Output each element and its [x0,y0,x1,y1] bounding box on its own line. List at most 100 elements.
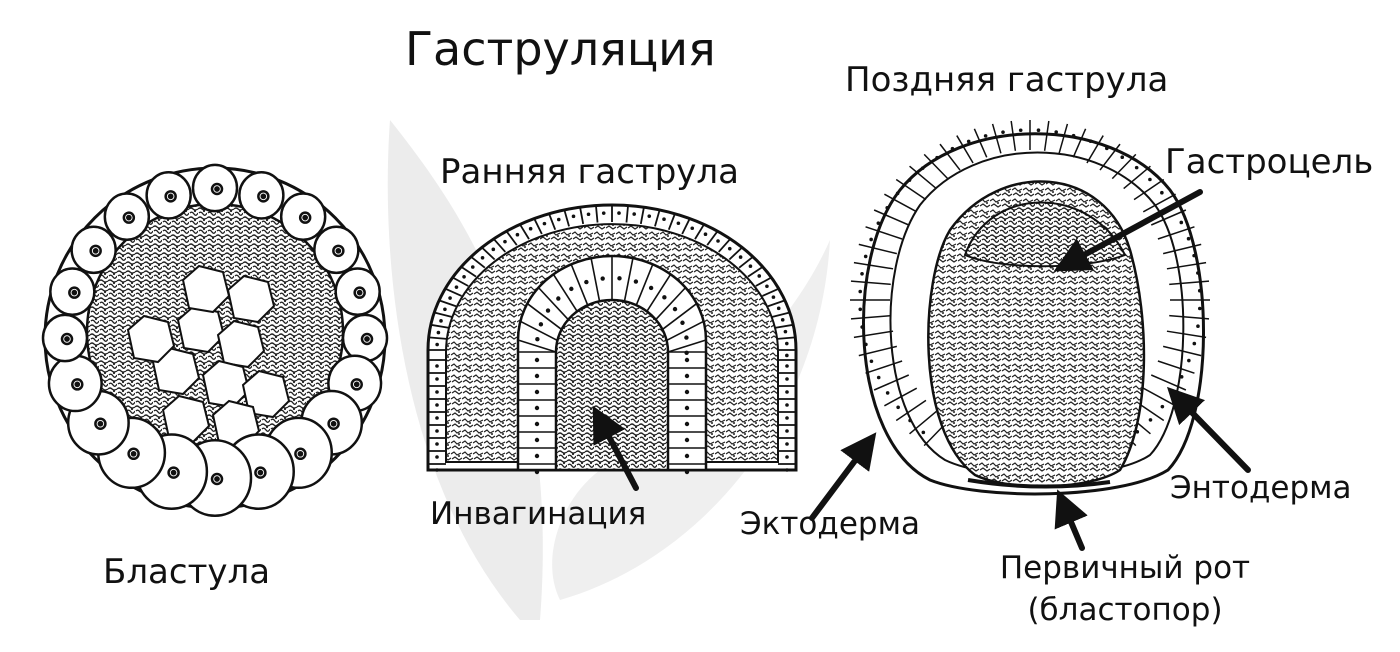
cell-wall [1043,120,1050,151]
ectoderm-cell-wall [718,238,731,253]
cell-nucleus [1120,155,1125,160]
cell-nucleus [785,390,789,394]
cell-wall [991,123,1002,154]
ectoderm-cell-wall [706,230,719,246]
cell-nucleolus [71,289,78,296]
cell-nucleolus [260,193,267,200]
ectoderm-cell-wall [694,223,705,240]
early-gastrula-drawing [426,203,798,475]
cell-nucleus [1018,128,1023,133]
cell-nucleus [983,134,988,138]
page-title: Гаструляция [405,22,716,76]
cell-wall [1150,209,1187,226]
ectoderm-cell-wall [533,218,543,235]
cell-nucleus [785,455,789,459]
cell-nucleus [765,284,769,289]
cell-nucleus [858,289,863,294]
ectoderm-cell-wall [777,336,796,340]
cell-nucleus [684,389,690,395]
cell-wall [1166,330,1207,339]
cell-nucleus [771,295,776,299]
cell-nucleus [776,306,781,311]
cell-nucleus [738,255,743,259]
ectoderm-cell-wall [444,287,462,297]
cell-nucleus [534,373,540,379]
cell-nucleolus [353,381,360,388]
cell-wall [1123,165,1151,190]
label-blastopore-line2: (бластопор) [1027,592,1223,628]
cell-wall [1058,123,1069,154]
cell-nucleus [885,391,890,395]
cell-nucleus [556,217,561,222]
cell-nucleus [858,307,863,312]
cell-nucleolus [130,450,137,457]
cell-nucleus [676,221,681,226]
cell-wall [884,193,918,213]
label-invagination: Инвагинация [430,496,647,532]
cell-wall [1169,280,1210,286]
cell-wall [1162,345,1202,357]
cell-wall [939,143,961,171]
cell-nucleolus [364,336,370,342]
cell-nucleus [534,453,540,459]
cell-wall [1133,178,1165,201]
endoderm-cell-wall [623,257,634,302]
cell-nucleus [1160,190,1164,195]
cell-wall [909,410,937,435]
ectoderm-cell-wall [430,323,449,329]
ectoderm-cell-wall [438,299,457,308]
cell-nucleolus [330,420,337,427]
cell-nucleus [662,295,667,300]
cell-wall [1086,135,1104,164]
ectoderm-cell-wall [452,276,469,287]
arrow-gastrocoel [1053,189,1203,272]
cell-nucleus [435,455,439,459]
cell-wall [858,345,898,357]
cell-nucleus [785,468,789,472]
cell-nucleus [542,221,547,226]
cell-nucleus [1196,271,1200,275]
cell-nucleus [727,246,732,251]
cell-nucleolus [125,214,132,221]
cell-wall [884,387,918,407]
ectoderm-cell-wall [667,213,676,231]
cell-nucleus [662,217,666,221]
cell-nucleus [535,337,540,342]
cell-nucleus [1088,139,1093,143]
cell-nucleus [864,342,868,347]
ectoderm-cell-wall [481,246,496,261]
endoderm-cell-wall [655,287,687,321]
cell-nucleus [860,325,864,329]
endoderm-cell-wall [590,257,601,302]
ectoderm-cell-wall [772,311,790,318]
cell-nucleus [534,437,540,443]
cell-nucleus [757,274,762,278]
cell-nucleus [584,279,589,285]
ectoderm-cell-wall [639,207,645,225]
label-blastula: Бластула [103,552,271,592]
cell-nucleus [435,468,439,472]
ectoderm-cell-wall [747,266,764,278]
ectoderm-cell-wall [428,336,447,340]
endoderm-cell-wall [570,264,589,306]
cell-nucleus [1148,418,1153,422]
cell-nucleus [863,254,868,259]
cell-nucleus [876,221,881,225]
cell-nucleus [1197,288,1202,293]
cell-nucleus [633,279,639,284]
cell-nucleus [1192,253,1196,258]
label-ectoderm: Эктодерма [740,506,920,542]
cell-nucleus [748,264,753,269]
cell-nucleus [435,429,439,433]
cell-wall [850,314,891,320]
blastula-inner-cell [126,314,176,364]
cell-nucleus [895,191,900,196]
cell-nucleus [680,320,685,325]
ectoderm-cell-wall [563,209,570,227]
cell-nucleus [684,421,690,427]
cell-nucleus [785,442,789,446]
cell-nucleus [860,272,864,276]
cell-nucleus [648,285,654,291]
ectoderm-cell-wall [595,205,599,223]
cell-nucleus [454,285,459,289]
